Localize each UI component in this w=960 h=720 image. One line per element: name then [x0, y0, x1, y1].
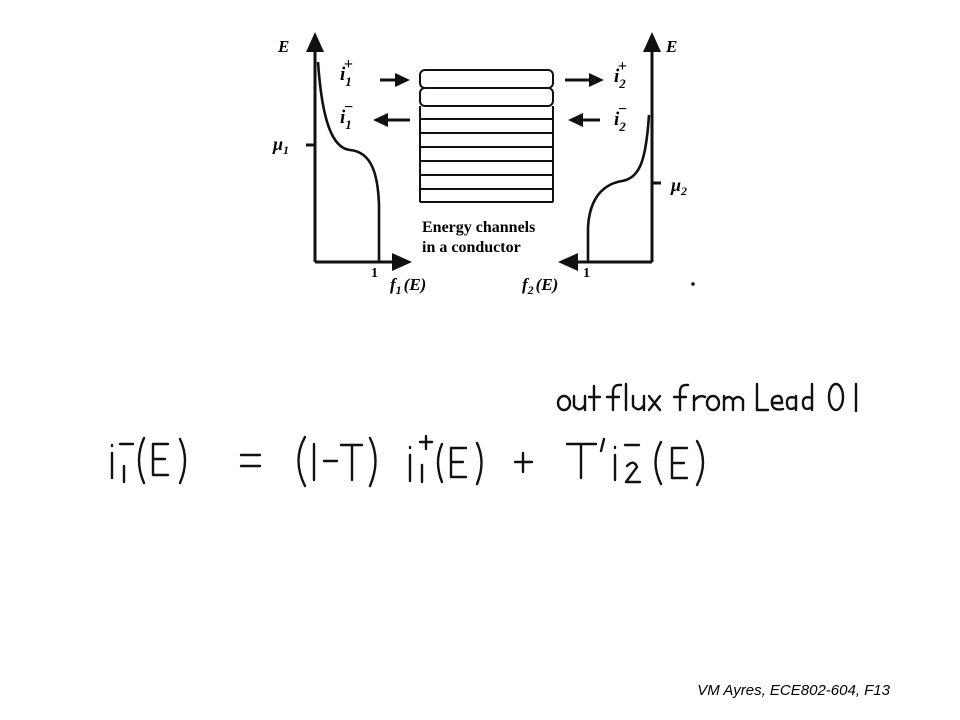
arrow-i2-minus: [568, 113, 600, 127]
left-one-tick-label: 1: [371, 266, 378, 281]
box-caption-line2: in a conductor: [422, 239, 521, 256]
slide-footer: VM Ayres, ECE802-604, F13: [697, 682, 890, 699]
stray-dot: [691, 282, 695, 286]
right-one-tick-label: 1: [583, 266, 590, 281]
arrow-i1-plus: [380, 73, 410, 87]
mu2-label: μ2: [670, 175, 687, 198]
i1-minus-label: i1−: [340, 99, 353, 132]
left-energy-axis: [306, 32, 324, 262]
right-axis-label-e: E: [665, 37, 677, 56]
right-f-axis: [558, 253, 652, 271]
i2-minus-label: i2−: [614, 101, 627, 134]
box-caption-line1: Energy channels: [422, 219, 535, 236]
f2-label: f2(E): [522, 275, 558, 297]
handwritten-heading: [556, 382, 858, 413]
i2-plus-label: i2+: [614, 58, 627, 91]
left-f-axis: [315, 253, 412, 271]
arrow-i2-plus: [565, 73, 604, 87]
arrow-i1-minus: [373, 113, 410, 127]
f1-label: f1(E): [390, 275, 426, 297]
left-axis-label-e: E: [277, 37, 289, 56]
mu1-label: μ1: [272, 134, 289, 157]
energy-channels-box: [419, 69, 554, 203]
fermi-curve-right: [586, 114, 651, 262]
i1-plus-label: i1+: [340, 56, 353, 89]
fermi-curve-left: [316, 61, 381, 262]
handwritten-equation: [110, 434, 705, 488]
right-energy-axis: [643, 32, 661, 262]
